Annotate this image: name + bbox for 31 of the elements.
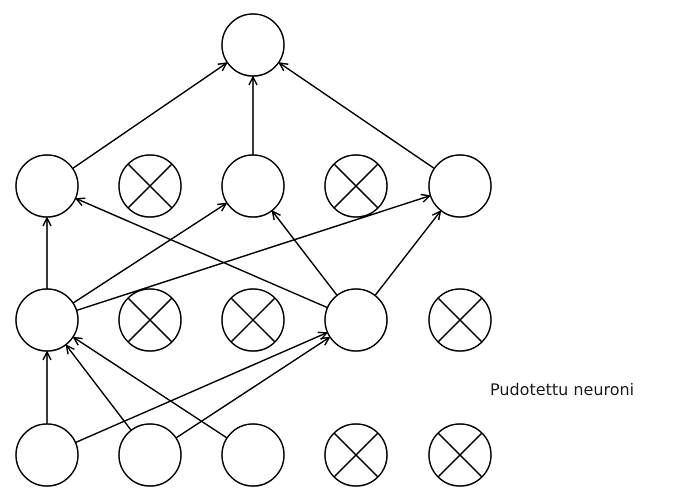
neuron-circle <box>15 288 79 352</box>
arrow <box>73 336 228 439</box>
arrow <box>272 210 338 296</box>
dropped-neuron-circle <box>118 154 182 218</box>
dropped-neuron-circle <box>428 288 492 352</box>
neuron-circle <box>15 154 79 218</box>
arrow <box>278 62 435 170</box>
dropped-neuron-circle <box>221 288 285 352</box>
arrow <box>176 336 330 439</box>
arrow <box>76 198 328 308</box>
neuron-circle <box>15 423 79 487</box>
arrow <box>374 210 442 296</box>
arrow <box>75 332 328 444</box>
arrow <box>66 344 132 431</box>
dropped-neuron-circle <box>324 154 388 218</box>
neuron-circle <box>324 288 388 352</box>
neuron-circle <box>221 13 285 77</box>
neuron-circle <box>118 423 182 487</box>
annotation-text: Pudotettu neuroni <box>490 380 634 399</box>
arrow <box>42 217 52 289</box>
arrow <box>76 194 430 312</box>
neuron-circle <box>428 154 492 218</box>
dropped-neuron-circle <box>324 423 388 487</box>
dropped-neuron-circle <box>428 423 492 487</box>
neuron-circle <box>221 423 285 487</box>
arrow <box>248 76 258 155</box>
arrow <box>72 62 228 170</box>
dropped-neuron-circle <box>118 288 182 352</box>
arrow <box>72 202 227 304</box>
arrow <box>42 351 52 424</box>
neuron-circle <box>221 154 285 218</box>
